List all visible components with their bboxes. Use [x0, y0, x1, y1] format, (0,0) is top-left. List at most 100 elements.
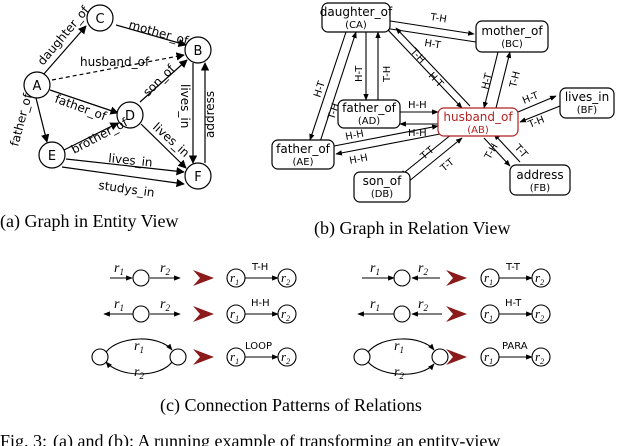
rel-node-bc-name: mother_of: [481, 24, 543, 38]
edge-a-d: [49, 89, 119, 115]
pattern-chevrons: [193, 270, 467, 365]
pattern-para-top-line: [367, 338, 435, 353]
rel-edge-ca-ae-1: [309, 31, 347, 141]
edge-d-b: [139, 59, 188, 103]
rel-label-ae-ab-2: H-H: [348, 153, 368, 167]
rel-label-ca-ad-2: T-H: [382, 66, 393, 83]
rel-edge-ca-bc-1: [383, 19, 475, 36]
result-loop-node-2: [277, 347, 297, 367]
edge-c-b: [115, 24, 187, 47]
pattern-row-3-right: r1 r2: [353, 338, 449, 381]
pattern-hh-r2: r2: [160, 297, 170, 313]
rel-node-ca-code: (CA): [345, 20, 367, 31]
rel-label-bc-ab-2: T-H: [508, 70, 523, 89]
result-ht-r2: r2: [535, 306, 544, 323]
result-th-r2: r2: [281, 270, 290, 287]
relation-view-edges: [309, 19, 561, 183]
pattern-th-node: [132, 269, 150, 287]
rel-node-fb-code: (FB): [530, 183, 551, 194]
result-th-r1: r1: [230, 270, 239, 287]
result-tt: T-T r1 r2: [480, 262, 551, 288]
rel-node-bf-code: (BF): [577, 105, 598, 116]
chevron-right-icon: [446, 306, 467, 322]
edge-label-father-of-ae: father_of: [7, 91, 35, 147]
edge-label-father-of-ad: father_of: [53, 92, 109, 124]
rel-label-ca-bc-1: T-H: [429, 12, 448, 26]
rel-node-ae-name: father_of: [276, 142, 331, 156]
result-loop-label: LOOP: [245, 341, 272, 352]
rel-edge-ca-ab-1: [387, 29, 463, 109]
result-hh: H-H r1 r2: [226, 298, 297, 324]
rel-node-ab-box: [437, 107, 519, 137]
chevron-right-icon: [446, 270, 467, 286]
pattern-para-r1: r1: [394, 339, 404, 355]
pattern-tt-r2: r2: [418, 261, 428, 277]
edge-a-c: [42, 25, 87, 76]
pattern-loop-bottom-line: [105, 361, 173, 375]
entity-node-d: [116, 101, 144, 129]
result-hh-r1: r1: [230, 306, 239, 323]
rel-node-fb-name: address: [516, 168, 563, 182]
rel-label-ca-ae-2: T-H: [326, 102, 342, 122]
rel-edge-bc-ab-1: [482, 51, 499, 109]
edge-label-mother-of: mother_of: [127, 17, 190, 48]
rel-node-bc-box: [475, 20, 549, 53]
pattern-results-left: T-H r1 r2 H-H r1 r2 LOOP r1 r2: [226, 262, 297, 367]
rel-label-ab-bf-1: H-T: [521, 90, 541, 107]
result-ht-r1: r1: [484, 306, 493, 323]
edge-label-studys-in: studys_in: [98, 178, 156, 200]
entity-edge-labels: daughter_of mother_of husband_of father_…: [7, 3, 217, 200]
pattern-loop-node-left: [91, 348, 109, 366]
edge-e-f-1: [65, 158, 185, 176]
rel-node-ae-code: (AE): [293, 157, 314, 168]
result-hh-label: H-H: [251, 298, 270, 309]
edge-label-husband-of: husband_of: [80, 55, 150, 69]
result-para: PARA r1 r2: [480, 341, 551, 367]
entity-view-nodes: [23, 4, 212, 190]
edge-e-d: [63, 122, 119, 151]
edge-a-e: [35, 97, 50, 143]
pattern-th-r1: r1: [114, 261, 124, 277]
rel-node-db-name: son_of: [363, 174, 403, 188]
edge-label-lives-in-ef: lives_in: [108, 151, 154, 170]
rel-edge-ae-ab-1: [333, 124, 439, 147]
edge-a-b: [51, 52, 185, 81]
pattern-loop-r2: r2: [134, 365, 144, 381]
entity-node-labels: C B A D E F: [33, 12, 203, 185]
result-th: T-H r1 r2: [226, 262, 297, 288]
result-loop: LOOP r1 r2: [226, 341, 297, 367]
rel-node-ae-box: [271, 139, 335, 170]
rel-node-ab-code: (AB): [467, 125, 489, 136]
result-tt-r1: r1: [484, 270, 493, 287]
rel-label-ca-ae-1: H-T: [312, 79, 328, 99]
pattern-row-2-left: r1 r2: [103, 297, 181, 323]
edge-d-f: [140, 123, 187, 169]
figure-caption-text: (a) and (b): A running example of transf…: [53, 431, 500, 446]
result-ht-node-2: [531, 304, 551, 324]
chevron-right-icon: [193, 270, 214, 286]
entity-node-a: [23, 71, 51, 99]
result-para-r1: r1: [484, 349, 493, 366]
entity-view-graph: [35, 24, 210, 188]
result-tt-label: T-T: [505, 262, 521, 273]
rel-node-fb-box: [509, 164, 571, 196]
rel-edge-ab-db-1: [399, 133, 453, 177]
rel-label-ab-bf-2: T-H: [526, 114, 546, 131]
rel-label-ad-ab-2: H-H: [408, 128, 427, 139]
pattern-row-3-left: r1 r2: [91, 338, 187, 381]
rel-edge-ae-ab-2: [335, 133, 441, 156]
result-para-label: PARA: [502, 341, 528, 352]
pattern-row-1-left: r1 r2: [110, 261, 181, 287]
entity-node-e: [38, 141, 66, 169]
result-para-node-2: [531, 347, 551, 367]
rel-label-ae-ab-1: H-H: [344, 129, 364, 143]
pattern-hh-r1: r1: [114, 297, 124, 313]
rel-node-ca-box: [321, 2, 391, 33]
rel-node-bf-name: lives_in: [565, 90, 609, 104]
rel-label-ab-fb-2: T-T: [511, 142, 530, 161]
rel-node-db-box: [353, 171, 411, 203]
rel-label-ca-bc-2: H-T: [424, 38, 443, 52]
caption-b: (b) Graph in Relation View: [314, 218, 511, 239]
result-ht: H-T r1 r2: [480, 298, 551, 324]
rel-node-bf-box: [559, 87, 615, 119]
